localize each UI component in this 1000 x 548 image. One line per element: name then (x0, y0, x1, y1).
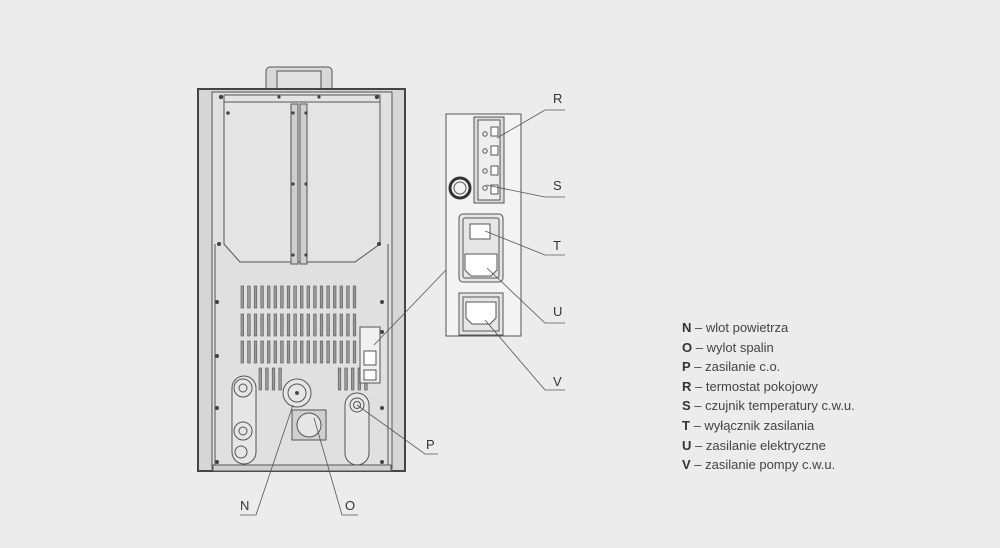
screws (215, 94, 384, 464)
callout-V: V (553, 374, 562, 389)
legend-item: V – zasilanie pompy c.w.u. (682, 457, 836, 473)
legend-item: P – zasilanie c.o. (682, 359, 781, 375)
legend: N – wlot powietrza O – wylot spalin P – … (682, 318, 855, 475)
callout-S: S (553, 178, 562, 193)
callout-N: N (240, 498, 250, 513)
callout-O: O (345, 498, 356, 513)
callout-U: U (553, 304, 563, 319)
legend-item: O – wylot spalin (682, 339, 774, 355)
legend-item: N – wlot powietrza (682, 320, 789, 335)
callout-R: R (553, 91, 563, 106)
legend-item: R – termostat pokojowy (682, 378, 818, 394)
leader-lines (240, 109, 565, 516)
legend-item: T – wyłącznik zasilania (682, 417, 815, 433)
connection-panel-detail (445, 113, 522, 337)
legend-item: S – czujnik temperatury c.w.u. (682, 398, 855, 414)
callout-P: P (426, 437, 435, 452)
fittings (231, 326, 381, 466)
legend-item: U – zasilanie elektryczne (682, 437, 826, 453)
callout-T: T (553, 238, 561, 253)
vent-grille (240, 285, 368, 391)
